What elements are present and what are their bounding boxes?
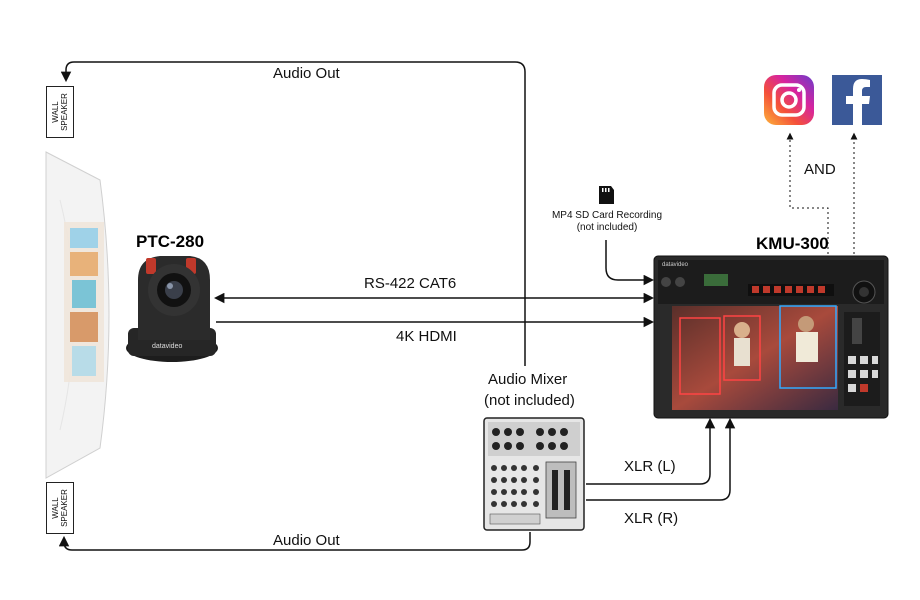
recording-label-line1: MP4 SD Card Recording <box>551 210 663 221</box>
xlr-left-line <box>586 417 716 485</box>
hdmi-label: 4K HDMI <box>396 328 457 345</box>
camera-brand: datavideo <box>152 343 183 350</box>
projection-screen <box>45 151 110 479</box>
rs422-label: RS-422 CAT6 <box>364 275 457 292</box>
xlr-left-label: XLR (L) <box>624 458 676 475</box>
mixer-label-line2: (not included) <box>484 392 575 409</box>
facebook-icon <box>832 75 882 125</box>
kmu-switcher <box>653 255 889 419</box>
xlr-right-line <box>586 417 736 501</box>
audio-out-bottom-label: Audio Out <box>273 532 340 549</box>
wall-speaker-bottom-label: WALL SPEAKER <box>51 489 69 527</box>
audio-mixer <box>483 417 585 531</box>
camera-label: PTC-280 <box>136 232 205 251</box>
ptz-camera <box>126 256 218 362</box>
and-label: AND <box>804 161 836 178</box>
wall-speaker-top-label: WALL SPEAKER <box>51 93 69 131</box>
audio-out-top-label: Audio Out <box>273 65 340 82</box>
audio-out-top-line <box>60 61 526 366</box>
sd-card-icon <box>599 186 614 204</box>
xlr-right-label: XLR (R) <box>624 510 679 527</box>
switcher-label: KMU-300 <box>756 234 829 253</box>
audio-out-bottom-line <box>58 532 531 551</box>
recording-label-line2: (not included) <box>576 222 638 233</box>
sd-card-line <box>605 240 655 286</box>
switcher-brand: datavideo <box>662 262 689 268</box>
wall-speaker-top: WALL SPEAKER <box>46 86 74 138</box>
mixer-label-line1: Audio Mixer <box>488 371 568 388</box>
instagram-icon <box>764 75 814 125</box>
wall-speaker-bottom: WALL SPEAKER <box>46 482 74 534</box>
instagram-stream-line <box>786 132 829 254</box>
